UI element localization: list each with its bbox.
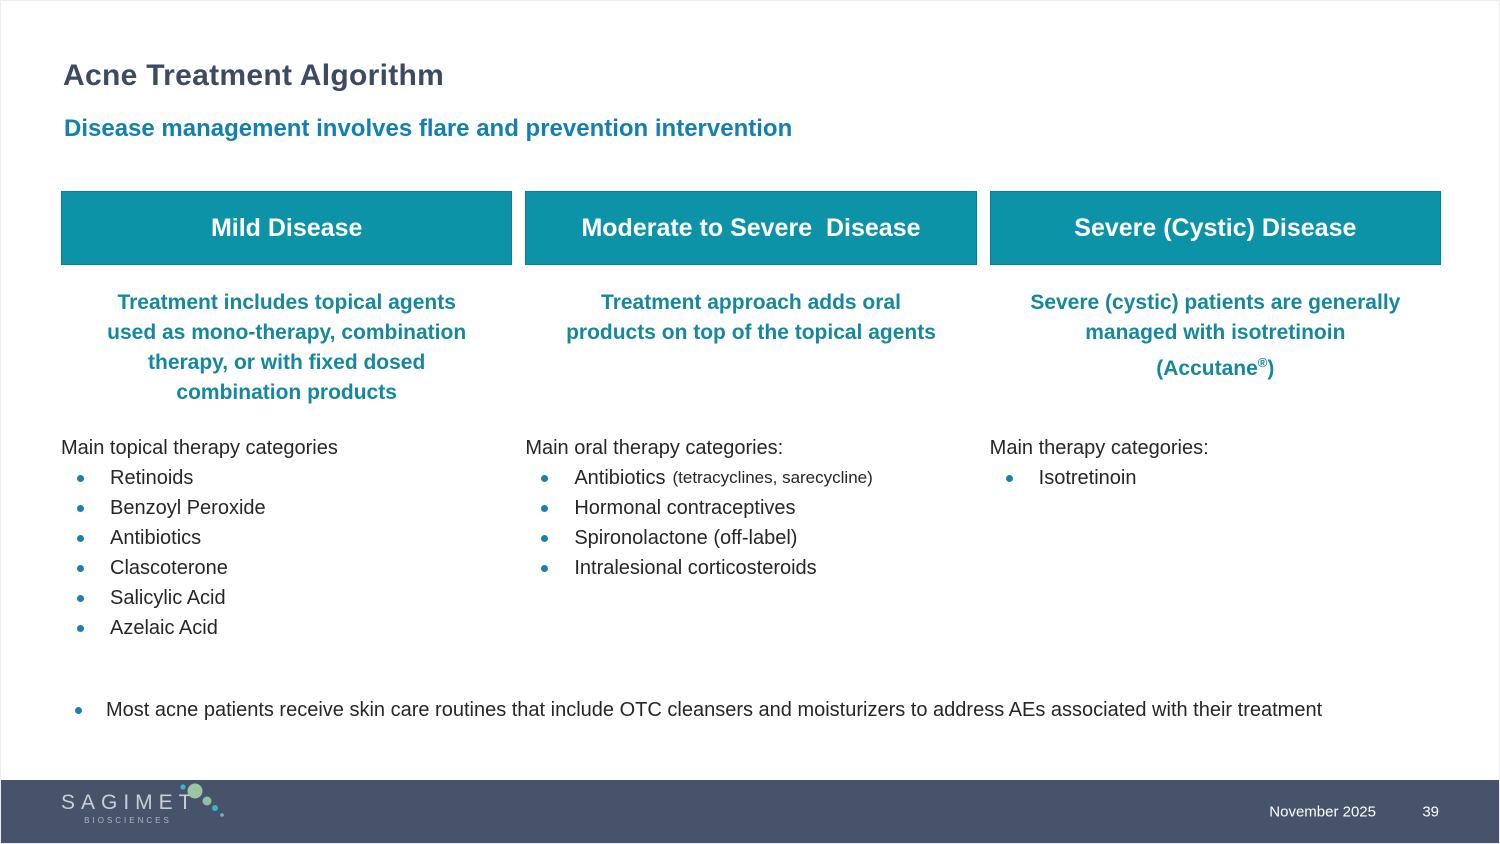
bullet-icon	[77, 534, 84, 542]
column-description-moderate-severe: Treatment approach adds oral products on…	[525, 288, 976, 433]
list-item: Antibiotics (tetracyclines, sarecycline)	[525, 463, 976, 493]
list-item-label: Isotretinoin	[1038, 467, 1137, 489]
list-item-label: Salicylic Acid	[110, 587, 226, 609]
list-header: Main therapy categories:	[989, 437, 1209, 459]
brand-close: )	[1267, 357, 1275, 380]
bullet-icon	[541, 564, 549, 572]
list-item: Salicylic Acid	[61, 583, 512, 613]
description-line: Treatment includes topical agents	[117, 291, 456, 314]
column-description-mild: Treatment includes topical agents used a…	[61, 288, 512, 433]
list-item: Spironolactone (off-label)	[525, 523, 976, 553]
bullet-icon	[75, 707, 82, 714]
list-item: Retinoids	[61, 463, 512, 493]
column-severe-cystic-disease: Severe (Cystic) Disease Severe (cystic) …	[989, 191, 1441, 643]
list-item-note: (tetracyclines, sarecycline)	[672, 468, 873, 487]
list-item-label: Clascoterone	[110, 557, 228, 579]
column-description-severe-cystic: Severe (cystic) patients are generally m…	[990, 288, 1441, 433]
bullet-icon	[77, 504, 84, 512]
column-header-severe-cystic: Severe (Cystic) Disease	[989, 191, 1441, 265]
sagimet-logo-subtext: BIOSCIENCES	[84, 816, 172, 825]
description-line: managed with isotretinoin	[1085, 321, 1346, 344]
column-header-mild: Mild Disease	[61, 191, 513, 265]
description-line: combination products	[176, 381, 397, 404]
description-line: therapy, or with fixed dosed	[148, 351, 426, 374]
footer-bar: SAGIMET BIOSCIENCES November 2025 39	[1, 780, 1499, 843]
description-brand-line: (Accutane®)	[990, 348, 1441, 384]
bullet-icon	[77, 474, 84, 482]
sagimet-logo-wordmark: SAGIMET	[61, 791, 198, 814]
bullet-icon	[77, 624, 84, 632]
list-item: Clascoterone	[61, 553, 512, 583]
list-item-label: Retinoids	[110, 467, 194, 489]
list-item: Antibiotics	[61, 523, 512, 553]
bullet-icon	[1005, 474, 1013, 482]
description-line: used as mono-therapy, combination	[107, 321, 467, 344]
footer-date: November 2025	[1269, 803, 1376, 820]
list-item: Hormonal contraceptives	[525, 493, 976, 523]
brand-text: (Accutane	[1156, 357, 1258, 380]
sagimet-logo: SAGIMET BIOSCIENCES	[61, 783, 224, 825]
therapy-list-severe-cystic: Main therapy categories: Isotretinoin	[990, 433, 1441, 493]
list-item-label: Intralesional corticosteroids	[574, 557, 817, 579]
list-header: Main topical therapy categories	[61, 437, 338, 459]
sagimet-logo-dots-icon	[180, 783, 224, 817]
list-item: Benzoyl Peroxide	[61, 493, 512, 523]
description-line: products on top of the topical agents	[566, 321, 936, 344]
description-line: Treatment approach adds oral	[601, 291, 901, 314]
list-item-label: Antibiotics	[574, 467, 666, 489]
bullet-icon	[541, 534, 549, 542]
bullet-icon	[77, 594, 84, 602]
therapy-list-mild: Main topical therapy categories Retinoid…	[61, 433, 512, 643]
list-item-label: Hormonal contraceptives	[574, 497, 796, 519]
bullet-icon	[541, 504, 549, 512]
footnote: Most acne patients receive skin care rou…	[69, 696, 1408, 724]
bullet-icon	[541, 474, 549, 482]
slide-subtitle: Disease management involves flare and pr…	[64, 115, 793, 142]
bullet-icon	[77, 564, 84, 572]
list-item: Isotretinoin	[990, 463, 1441, 493]
footnote-text: Most acne patients receive skin care rou…	[106, 699, 1323, 721]
treatment-columns: Mild Disease Treatment includes topical …	[61, 191, 1441, 643]
list-item: Intralesional corticosteroids	[525, 553, 976, 583]
list-item: Azelaic Acid	[61, 613, 512, 643]
list-item-label: Spironolactone (off-label)	[574, 527, 798, 549]
list-header: Main oral therapy categories:	[525, 437, 784, 459]
description-line: Severe (cystic) patients are generally	[1030, 291, 1401, 314]
therapy-list-moderate-severe: Main oral therapy categories: Antibiotic…	[525, 433, 976, 583]
column-mild-disease: Mild Disease Treatment includes topical …	[61, 191, 513, 643]
list-item-label: Antibiotics	[110, 527, 202, 549]
page-title: Acne Treatment Algorithm	[63, 59, 445, 92]
list-item-label: Azelaic Acid	[110, 617, 218, 639]
registered-trademark-symbol: ®	[1257, 355, 1268, 370]
list-item-label: Benzoyl Peroxide	[110, 497, 266, 519]
footer-page-number: 39	[1422, 803, 1439, 820]
column-header-moderate-severe: Moderate to Severe Disease	[525, 191, 977, 265]
column-moderate-severe-disease: Moderate to Severe Disease Treatment app…	[525, 191, 977, 643]
